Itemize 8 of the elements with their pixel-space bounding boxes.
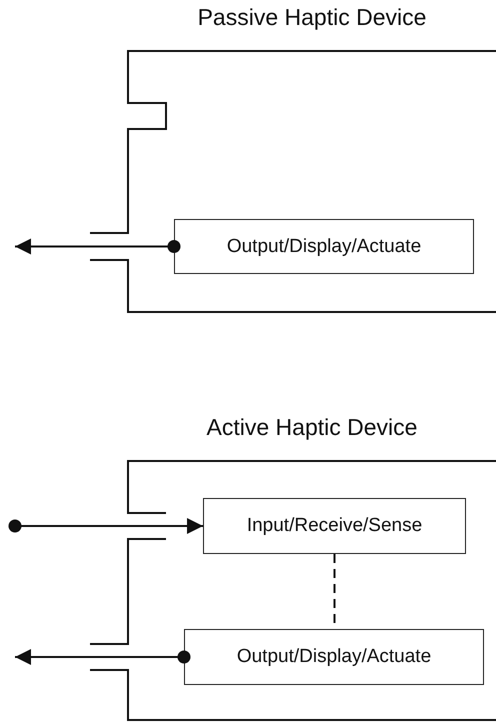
- device-heading: Passive Haptic Device: [196, 4, 428, 31]
- device-heading: Active Haptic Device: [206, 414, 418, 441]
- function-box: Output/Display/Actuate: [184, 629, 484, 685]
- arrow: [15, 238, 180, 254]
- arrow: [8, 518, 203, 534]
- arrow: [15, 649, 190, 665]
- function-box: Output/Display/Actuate: [174, 219, 474, 274]
- function-box: Input/Receive/Sense: [203, 498, 466, 554]
